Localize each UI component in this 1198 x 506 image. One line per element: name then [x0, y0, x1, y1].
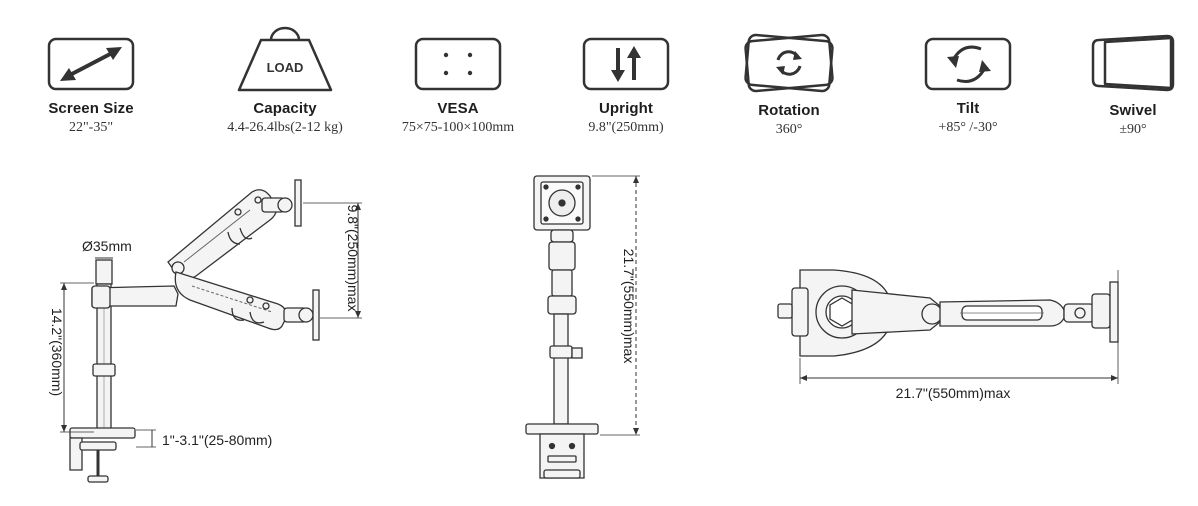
side-view-drawing — [69, 179, 320, 483]
spec-title: Screen Size — [48, 100, 134, 117]
spec-swivel: Swivel ±90° — [1048, 34, 1198, 138]
rotation-icon — [744, 33, 834, 93]
spec-row: Screen Size 22"-35" LOAD Capacity 4.4-26… — [0, 0, 1198, 160]
side-view-dimensions — [60, 202, 362, 448]
pole-height-label: 14.2"(360mm) — [49, 308, 65, 396]
spec-value: 9.8"(250mm) — [588, 120, 664, 135]
spec-title: Capacity — [253, 100, 317, 117]
spec-title: Upright — [598, 100, 654, 117]
spec-title: Tilt — [956, 100, 980, 117]
clamp-range-label: 1"-3.1"(25-80mm) — [162, 432, 272, 448]
spec-title: Rotation — [758, 102, 820, 119]
front-view-drawing — [525, 175, 599, 479]
spec-screen-size: Screen Size 22"-35" — [6, 36, 176, 136]
spec-value: +85° /-30° — [938, 120, 998, 135]
spec-value: 4.4-26.4lbs(2-12 kg) — [227, 120, 343, 135]
tilt-icon — [924, 37, 1012, 91]
spec-value: 22"-35" — [68, 120, 114, 135]
front-view-dimensions — [592, 175, 640, 436]
spec-title: Swivel — [1109, 102, 1157, 119]
spec-value: 360° — [775, 122, 803, 137]
total-height-label: 21.7"(550mm)max — [621, 249, 637, 364]
spec-vesa: VESA 75×75-100×100mm — [373, 36, 543, 136]
swivel-icon — [1091, 34, 1175, 92]
screen-size-icon — [47, 37, 135, 91]
spec-capacity: LOAD Capacity 4.4-26.4lbs(2-12 kg) — [200, 26, 370, 136]
arm-vertical-range-label: 9.8"(250mm)max — [345, 205, 361, 312]
spec-rotation: Rotation 360° — [704, 33, 874, 138]
top-view-dimensions — [799, 270, 1119, 384]
spec-value: ±90° — [1119, 122, 1147, 137]
vesa-plate-icon — [414, 37, 502, 91]
pole-diameter-label: Ø35mm — [82, 238, 132, 254]
spec-title: VESA — [437, 100, 479, 117]
load-weight-icon: LOAD — [237, 26, 333, 92]
spec-upright: Upright 9.8"(250mm) — [541, 36, 711, 136]
spec-tilt: Tilt +85° /-30° — [883, 36, 1053, 136]
arm-reach-label: 21.7"(550mm)max — [896, 385, 1011, 401]
up-down-arrows-icon — [582, 37, 670, 91]
spec-value: 75×75-100×100mm — [401, 120, 515, 135]
top-view-drawing — [777, 269, 1119, 357]
load-label: LOAD — [267, 60, 304, 75]
